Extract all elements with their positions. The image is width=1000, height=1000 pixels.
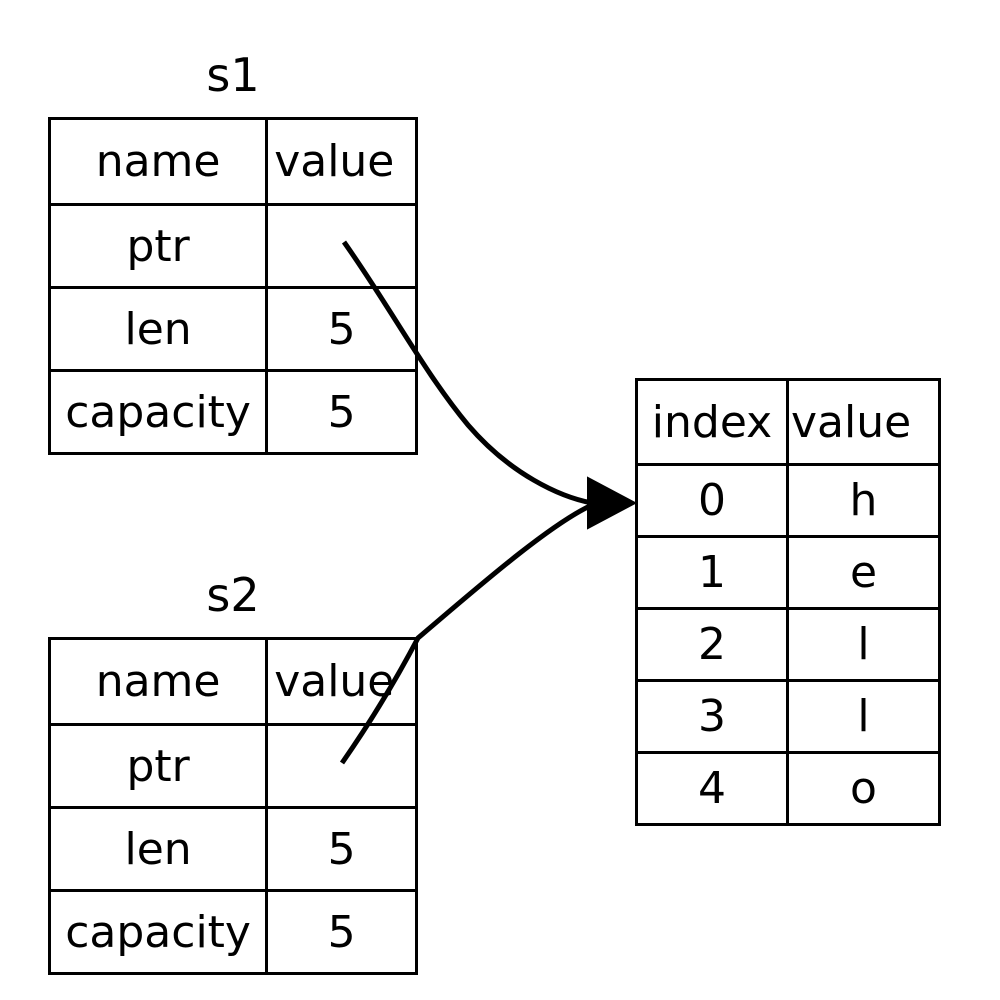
table-row: index value	[638, 381, 938, 463]
struct-table-s2: name value ptr len 5 capacity 5	[48, 637, 418, 975]
array-index-2: 2	[638, 610, 789, 679]
field-name-capacity: capacity	[51, 892, 269, 972]
array-value-0: h	[849, 475, 878, 526]
table-row: 3 l	[638, 679, 938, 751]
column-header-name: name	[51, 120, 269, 203]
column-header-name: name	[51, 640, 269, 723]
column-header-value: value	[274, 656, 395, 707]
field-value-ptr	[268, 726, 415, 806]
array-index-3: 3	[638, 682, 789, 751]
table-row: ptr	[51, 203, 415, 286]
struct-title-s2: s2	[206, 568, 260, 622]
table-row: ptr	[51, 723, 415, 806]
array-index-1: 1	[638, 538, 789, 607]
array-value-4: o	[850, 763, 877, 814]
field-name-ptr: ptr	[51, 726, 269, 806]
struct-table-s1: name value ptr len 5 capacity 5	[48, 117, 418, 455]
column-header-value: value	[274, 136, 395, 187]
field-name-len: len	[51, 289, 269, 369]
table-row: 2 l	[638, 607, 938, 679]
field-value-capacity: 5	[327, 386, 356, 438]
field-name-capacity: capacity	[51, 372, 269, 452]
table-row: 1 e	[638, 535, 938, 607]
field-value-ptr	[268, 206, 415, 286]
struct-title-s1: s1	[206, 48, 260, 102]
field-value-len: 5	[327, 303, 356, 355]
table-row: capacity 5	[51, 889, 415, 972]
table-row: 0 h	[638, 463, 938, 535]
arrowhead-icon	[587, 476, 638, 530]
table-row: 4 o	[638, 751, 938, 823]
array-value-1: e	[849, 547, 878, 598]
array-index-4: 4	[638, 754, 789, 823]
table-row: capacity 5	[51, 369, 415, 452]
field-value-len: 5	[327, 823, 356, 875]
array-value-2: l	[857, 619, 870, 670]
field-name-ptr: ptr	[51, 206, 269, 286]
array-value-3: l	[857, 691, 870, 742]
field-value-capacity: 5	[327, 906, 356, 958]
array-index-0: 0	[638, 466, 789, 535]
table-row: name value	[51, 120, 415, 203]
column-header-index: index	[638, 381, 789, 463]
array-table: index value 0 h 1 e 2 l 3 l 4 o	[635, 378, 941, 826]
column-header-value: value	[791, 396, 912, 448]
table-row: name value	[51, 640, 415, 723]
table-row: len 5	[51, 806, 415, 889]
field-name-len: len	[51, 809, 269, 889]
table-row: len 5	[51, 286, 415, 369]
